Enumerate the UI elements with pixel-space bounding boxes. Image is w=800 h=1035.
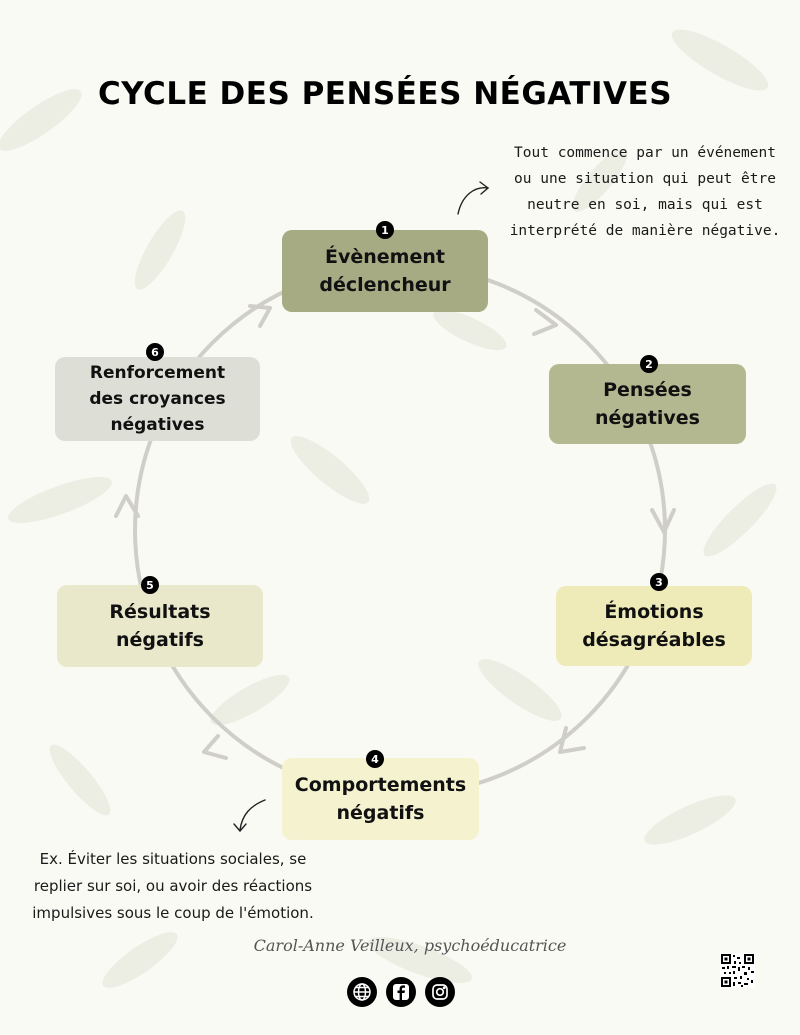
arrow-1-2 bbox=[532, 308, 558, 336]
instagram-icon[interactable] bbox=[425, 977, 455, 1007]
arrow-6-1 bbox=[248, 304, 272, 328]
step-6-label: Renforcement des croyances négatives bbox=[89, 363, 226, 435]
step-6-box: Renforcement des croyances négatives bbox=[55, 357, 260, 441]
step-1-box: Évènement déclencheur bbox=[282, 230, 488, 312]
step-6-number: 6 bbox=[146, 343, 164, 361]
step-4-number: 4 bbox=[366, 750, 384, 768]
step-5-number: 5 bbox=[141, 576, 159, 594]
step-3-label: Émotions désagréables bbox=[582, 601, 726, 651]
step-3-number: 3 bbox=[650, 573, 668, 591]
arrow-5-6 bbox=[114, 494, 140, 518]
page-title: CYCLE DES PENSÉES NÉGATIVES bbox=[97, 76, 673, 112]
arrow-3-4 bbox=[558, 726, 586, 754]
step-3-box: Émotions désagréables bbox=[556, 586, 752, 666]
arrow-2-3 bbox=[650, 508, 676, 534]
step-4-box: Comportements négatifs bbox=[282, 758, 479, 840]
note-top: Tout commence par un événement ou une si… bbox=[509, 145, 781, 239]
step-1-label: Évènement déclencheur bbox=[319, 246, 451, 296]
step-5-label: Résultats négatifs bbox=[109, 601, 211, 651]
note-arrow-bottom bbox=[239, 799, 266, 831]
step-2-label: Pensées négatives bbox=[594, 379, 700, 429]
facebook-icon[interactable] bbox=[386, 977, 416, 1007]
note-arrow-top bbox=[457, 187, 489, 215]
step-2-box: Pensées négatives bbox=[549, 364, 746, 444]
step-4-label: Comportements négatifs bbox=[294, 774, 467, 824]
qr-code-icon bbox=[720, 953, 755, 988]
arrow-4-5 bbox=[202, 734, 228, 760]
author-signature: Carol-Anne Veilleux, psychoéducatrice bbox=[253, 936, 567, 955]
globe-icon[interactable] bbox=[347, 977, 377, 1007]
step-2-number: 2 bbox=[640, 355, 658, 373]
step-1-number: 1 bbox=[376, 221, 394, 239]
step-5-box: Résultats négatifs bbox=[57, 585, 263, 667]
note-bottom: Ex. Éviter les situations sociales, se r… bbox=[32, 850, 314, 922]
